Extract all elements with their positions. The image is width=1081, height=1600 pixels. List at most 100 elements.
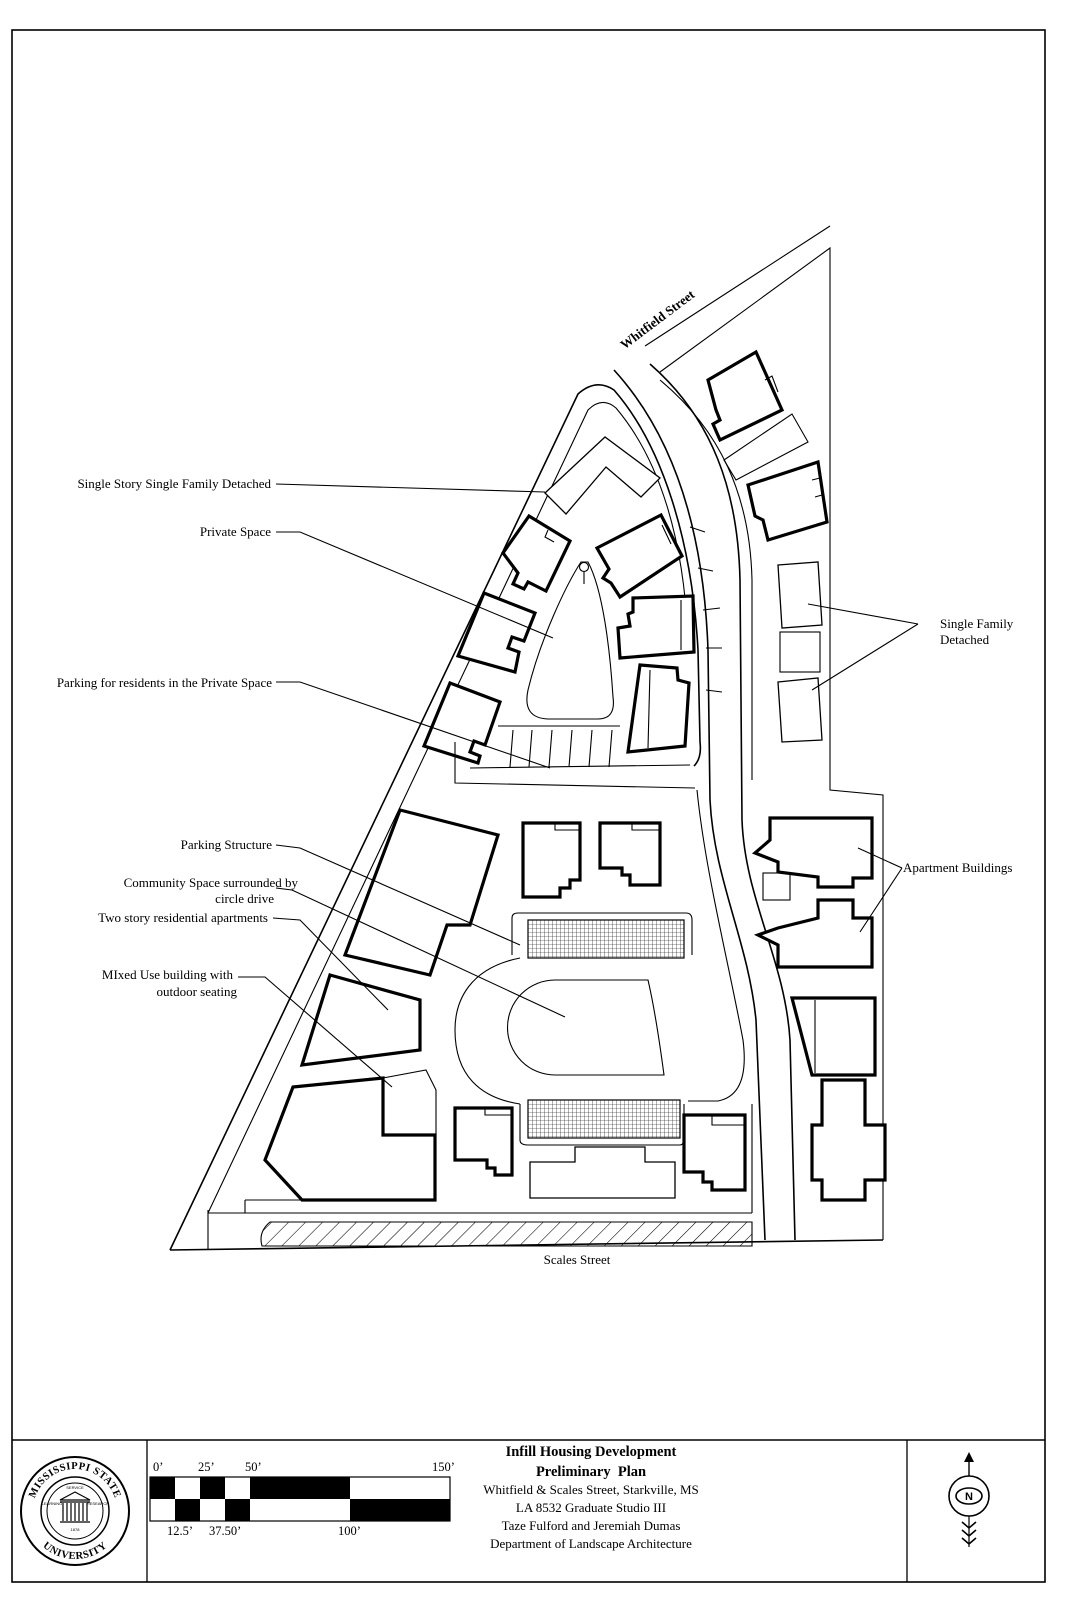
private-house-4: [626, 663, 691, 754]
private-house-2-notch: [661, 524, 672, 545]
parking-structure-south-deck: [527, 1099, 681, 1139]
leader-single-family: [807, 603, 919, 691]
central-house-1: [521, 821, 582, 899]
resident-drive-edges: [454, 742, 696, 789]
north-arrow-icon: N: [948, 1452, 990, 1547]
leader-two-story: [272, 917, 389, 1011]
scale-label-12-5: 12.5’: [167, 1524, 193, 1538]
callout-apartments: Apartment Buildings: [903, 860, 1012, 875]
private-house-1-notch: [544, 529, 555, 543]
scale-label-25: 25’: [198, 1460, 215, 1474]
scale-seg-bottom-2: [175, 1499, 200, 1521]
resident-parking-stalls: [454, 729, 696, 789]
scale-label-100: 100’: [338, 1524, 361, 1538]
seal-word-learning: LEARNING: [42, 1501, 62, 1506]
single-story-single-family-detached: [544, 436, 661, 515]
site-boundaries: [169, 225, 884, 1251]
scale-seg-top-3: [200, 1477, 225, 1499]
scale-seg-bottom-6: [350, 1499, 450, 1521]
leader-private-space: [276, 531, 554, 639]
south-house-2: [682, 1113, 747, 1192]
sheet-department: Department of Landscape Architecture: [490, 1536, 692, 1551]
mixed-use-building: [263, 1076, 437, 1202]
apartment-building-2: [753, 898, 874, 969]
scale-label-150: 150’: [432, 1460, 455, 1474]
whitfield-street-west-edge: [613, 369, 766, 1241]
south-center-building: [529, 1146, 676, 1199]
leader-apartments: [857, 847, 903, 933]
sheet-border: [11, 29, 1046, 1583]
private-space-focal-point: [578, 561, 590, 573]
leader-mixed-use: [238, 976, 393, 1088]
scale-seg-top-5: [250, 1477, 350, 1499]
two-story-apartments-building: [299, 973, 422, 1067]
scale-seg-bottom-5: [250, 1499, 350, 1521]
private-house-3: [616, 594, 696, 660]
east-lots-boundary-outer: [644, 225, 831, 347]
site-boundary-west: [169, 384, 702, 1251]
whitfield-sidewalk-east: [659, 379, 753, 780]
parking-structure-building: [342, 808, 501, 977]
scale-label-0: 0’: [153, 1460, 163, 1474]
parking-structure-south-enclosure: [519, 1104, 685, 1146]
east-house-1: [706, 349, 785, 443]
private-space-green: [526, 561, 614, 720]
site-interior-lines: [207, 1069, 753, 1250]
east-building-7: [789, 996, 877, 1077]
whitfield-street-east-edge: [649, 363, 796, 1241]
street-parking-ticks: [689, 526, 723, 693]
parking-structure-north-enclosure: [511, 912, 693, 955]
scale-seg-top-1: [150, 1477, 175, 1499]
private-house-1: [501, 513, 573, 594]
private-house-2: [594, 512, 685, 600]
callout-mixed-use-line2: outdoor seating: [156, 984, 237, 999]
scale-label-37-50: 37.50’: [209, 1524, 241, 1538]
south-house-2-detail: [711, 1115, 745, 1126]
callout-community-space-line1: Community Space surrounded by: [124, 875, 299, 890]
parking-stall-lines: [509, 729, 613, 768]
sheet-subtitle: Preliminary Plan: [536, 1464, 646, 1480]
private-house-4-divider: [647, 669, 651, 749]
sheet-course: LA 8532 Graduate Studio III: [516, 1500, 666, 1515]
north-arrow-letter: N: [965, 1491, 973, 1503]
central-house-2-detail: [631, 823, 660, 831]
sheet-authors: Taze Fulford and Jeremiah Dumas: [502, 1518, 681, 1533]
circle-drive: [454, 789, 745, 1146]
site-sidewalk-west: [207, 401, 689, 1214]
east-building-8: [810, 1078, 887, 1202]
scale-seg-top-6: [350, 1477, 450, 1499]
scale-label-50: 50’: [245, 1460, 262, 1474]
university-seal: MISSISSIPPI STATE UNIVERSITY LEARNING SE…: [20, 1456, 130, 1566]
scales-street-label: Scales Street: [544, 1252, 611, 1267]
east-driveway-2: [779, 631, 821, 673]
sheet-title: Infill Housing Development: [506, 1444, 677, 1460]
scale-seg-bottom-3: [200, 1499, 225, 1521]
community-space-island: [506, 979, 665, 1076]
callout-two-story: Two story residential apartments: [98, 910, 268, 925]
leader-parking-residents: [276, 681, 551, 769]
central-house-2: [598, 821, 662, 887]
sheet-location: Whitfield & Scales Street, Starkville, M…: [483, 1482, 699, 1497]
east-driveway-1: [723, 413, 809, 481]
leader-single-story: [275, 483, 546, 493]
callout-single-story: Single Story Single Family Detached: [77, 476, 271, 491]
private-space-cluster: [421, 436, 696, 789]
parking-structure-north-deck: [527, 919, 685, 959]
scale-bar-outline: [149, 1476, 451, 1522]
callout-private-space: Private Space: [200, 524, 271, 539]
seal-year: 1878: [71, 1527, 81, 1532]
east-house-2-detail: [811, 477, 823, 498]
leader-parking-structure: [275, 844, 521, 946]
callout-parking-residents: Parking for residents in the Private Spa…: [57, 675, 272, 690]
scale-seg-bottom-1: [150, 1499, 175, 1521]
single-family-detached-2: [777, 677, 823, 743]
east-house-1-detail: [764, 375, 779, 393]
seal-word-service: SERVICE: [66, 1485, 84, 1490]
scales-street-parking-strip: [260, 1221, 753, 1247]
east-lots: [706, 349, 887, 1202]
apartment-drive-box: [762, 872, 791, 901]
south-house-1-detail: [484, 1108, 512, 1116]
seal-core-ring: [46, 1482, 104, 1540]
apartment-building-1: [751, 816, 874, 889]
callout-parking-structure: Parking Structure: [181, 837, 273, 852]
